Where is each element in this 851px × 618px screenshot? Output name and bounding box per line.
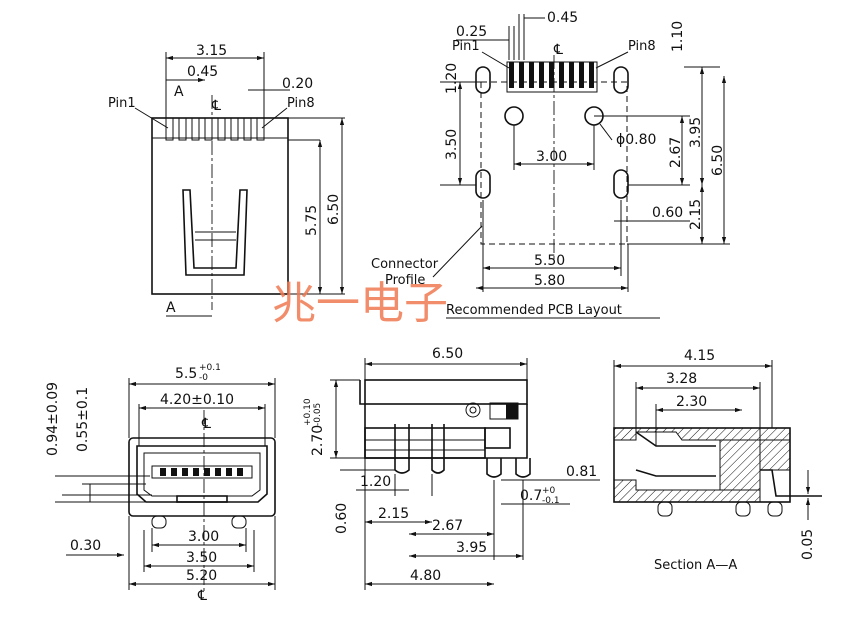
section-title: Section A—A <box>654 558 737 573</box>
dim-0-20: 0.20 <box>282 76 313 92</box>
section-dim-0-05: 0.05 <box>800 529 816 560</box>
top-pin1-label: Pin1 <box>108 96 136 111</box>
side-dim-0-7-tol-dn: -0.1 <box>542 496 560 506</box>
pcb-dim-5-80: 5.80 <box>534 273 565 289</box>
pcb-dim-0-60: 0.60 <box>652 205 683 221</box>
front-dim-5-5: 5.5 <box>175 366 197 382</box>
pcb-dim-5-50: 5.50 <box>534 253 565 269</box>
side-dim-6-50: 6.50 <box>432 346 463 362</box>
front-view: ℄ ℄ 5.5 +0.1 -0 4.20±0.10 0.94±0.09 0.55… <box>45 363 276 604</box>
pcb-pads <box>506 61 598 93</box>
front-dim-3-50: 3.50 <box>186 550 217 566</box>
section-dim-4-15: 4.15 <box>684 348 715 364</box>
pcb-pin8-label: Pin8 <box>628 39 656 54</box>
section-mark-bottom: A <box>166 300 176 316</box>
front-dim-5-20: 5.20 <box>186 568 217 584</box>
connector-profile-label-line1: Connector <box>371 257 439 272</box>
side-dim-2-15: 2.15 <box>378 506 409 522</box>
front-dim-4-20: 4.20±0.10 <box>160 392 234 408</box>
pcb-layout-view: ℄ 0.25 0.45 1.10 1.20 3.50 3.00 ϕ0.80 3.… <box>371 10 730 319</box>
side-top-body <box>364 379 528 405</box>
top-view: 3.15 0.45 0.20 Pin1 Pin8 A A ℄ 5.75 6.50 <box>108 43 345 317</box>
pcb-dim-0-45: 0.45 <box>547 10 578 26</box>
front-centerline-bottom: ℄ <box>197 588 207 604</box>
side-dim-2-70-tol-dn: -0.05 <box>313 403 323 426</box>
centerline-mark-top: ℄ <box>211 98 221 114</box>
dim-3-15: 3.15 <box>196 43 227 59</box>
pcb-dim-3-00: 3.00 <box>536 149 567 165</box>
pcb-dim-0-25: 0.25 <box>456 24 487 40</box>
dim-6-50-top: 6.50 <box>326 194 342 225</box>
front-centerline-top: ℄ <box>201 416 211 432</box>
connector-profile-label-line2: Profile <box>385 273 425 288</box>
pcb-dim-1-10: 1.10 <box>670 21 686 52</box>
side-dim-0-81: 0.81 <box>566 464 597 480</box>
front-dim-3-00: 3.00 <box>188 529 219 545</box>
pcb-pin1-label: Pin1 <box>452 39 480 54</box>
section-dim-3-28: 3.28 <box>666 371 697 387</box>
front-dim-0-30: 0.30 <box>70 538 101 554</box>
dim-5-75: 5.75 <box>304 205 320 236</box>
front-dim-5-5-tol-up: +0.1 <box>199 363 221 373</box>
pcb-layout-title: Recommended PCB Layout <box>446 303 622 318</box>
centerline-mark-pcb: ℄ <box>553 42 563 58</box>
dim-0-45: 0.45 <box>187 64 218 80</box>
top-pin8-label: Pin8 <box>287 96 315 111</box>
section-dim-2-30: 2.30 <box>676 394 707 410</box>
watermark-text: 兆一电子 <box>272 278 448 329</box>
pcb-dim-1-20: 1.20 <box>444 63 460 94</box>
side-dim-2-70-tol-up: +0.10 <box>303 398 313 426</box>
front-dim-0-55: 0.55±0.1 <box>75 387 91 452</box>
side-dim-2-67: 2.67 <box>432 518 463 534</box>
top-view-pins <box>165 117 265 141</box>
pcb-dim-hole-dia: ϕ0.80 <box>616 132 656 148</box>
side-dim-2-70: 2.70 <box>310 425 326 456</box>
front-shell <box>128 437 276 517</box>
pcb-dim-3-50: 3.50 <box>444 129 460 160</box>
side-view: 6.50 2.70 +0.10 -0.05 1.20 0.60 2.15 2.6… <box>303 346 600 590</box>
side-dim-1-20: 1.20 <box>360 474 391 490</box>
section-a-a-view: 4.15 3.28 2.30 0.05 Section A—A <box>613 348 822 573</box>
side-dim-4-80: 4.80 <box>410 568 441 584</box>
front-dim-5-5-tol-dn: -0 <box>199 373 208 383</box>
front-contacts <box>151 465 253 479</box>
front-dim-0-94: 0.94±0.09 <box>45 382 61 456</box>
side-dim-0-7-tol-up: +0 <box>542 486 556 496</box>
section-mark-top: A <box>174 84 184 100</box>
side-dim-0-60: 0.60 <box>334 503 350 534</box>
side-dim-3-95: 3.95 <box>456 540 487 556</box>
side-dim-0-7: 0.7 <box>520 488 542 504</box>
